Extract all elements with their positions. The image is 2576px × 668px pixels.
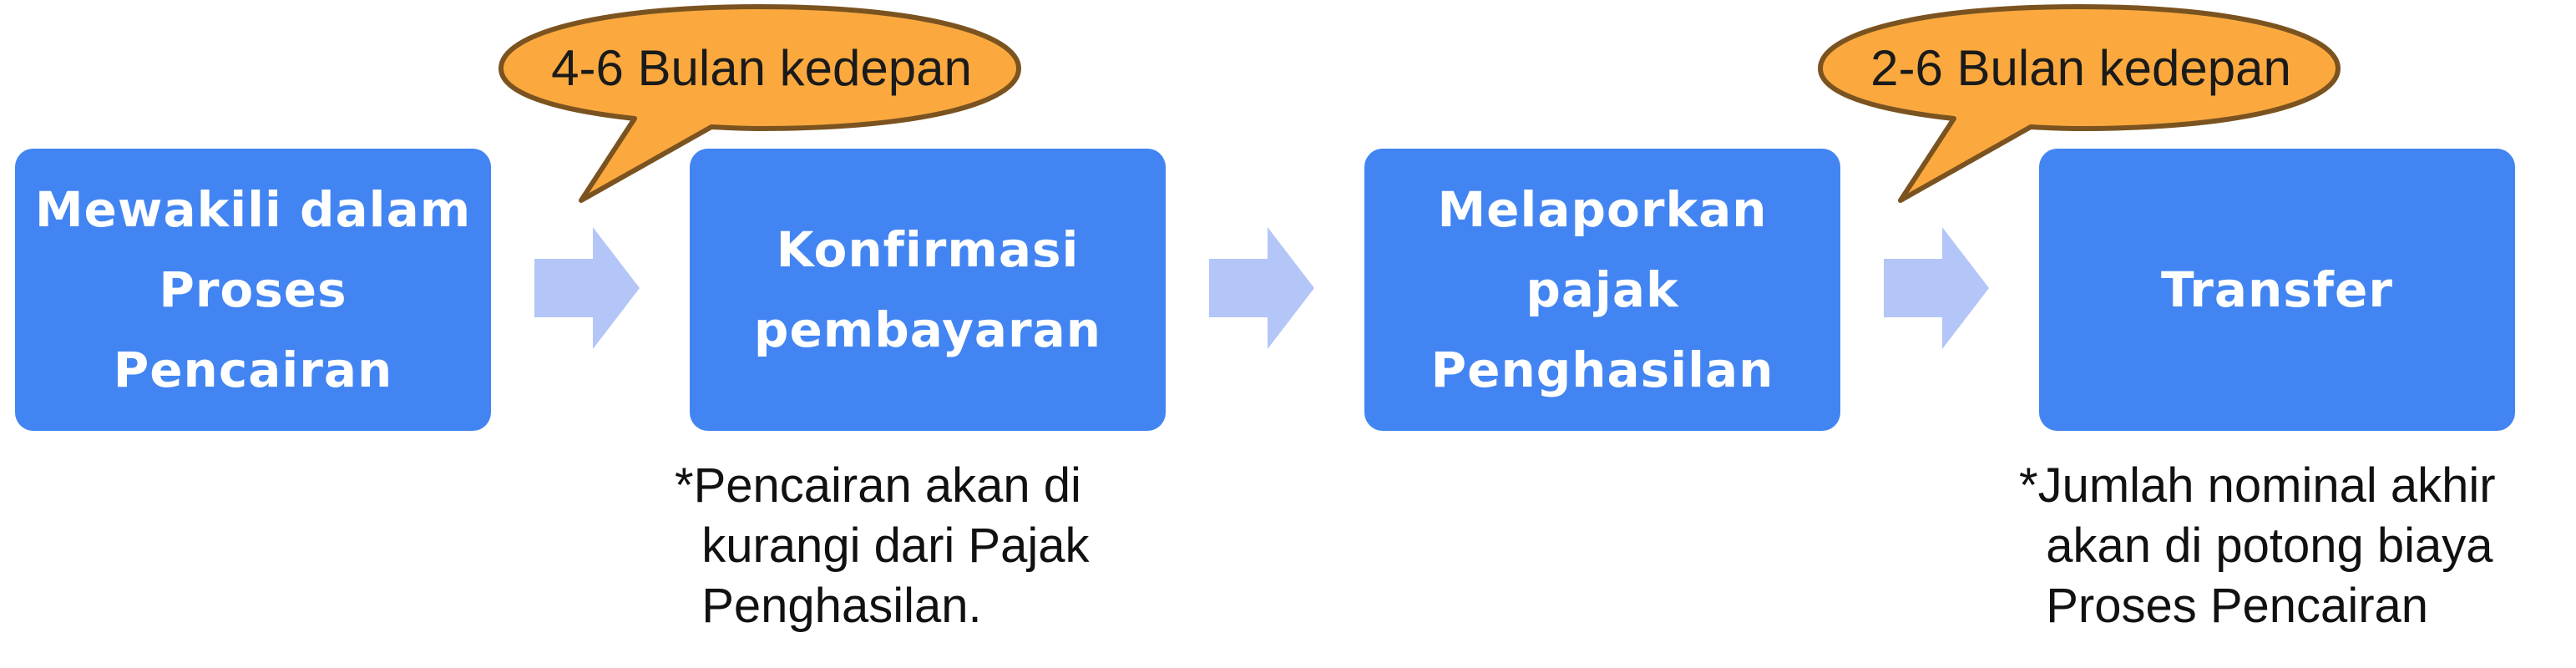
right-arrow-icon	[534, 227, 640, 349]
bubble-label: 2-6 Bulan kedepan	[1870, 39, 2291, 96]
step-box-melaporkan: Melaporkan pajak Penghasilan	[1364, 149, 1840, 431]
step-box-konfirmasi: Konfirmasi pembayaran	[690, 149, 1166, 431]
right-arrow-icon	[1209, 227, 1314, 349]
speech-bubble	[1818, 4, 2341, 203]
step-label: Mewakili dalam Proses Pencairan	[34, 181, 472, 398]
right-arrow-icon	[1884, 227, 1989, 349]
step-label: Konfirmasi pembayaran	[753, 221, 1102, 358]
speech-bubble	[498, 4, 1021, 203]
step-box-transfer: Transfer	[2039, 149, 2515, 431]
step-box-mewakili: Mewakili dalam Proses Pencairan	[15, 149, 491, 431]
bubble-label: 4-6 Bulan kedepan	[551, 39, 972, 96]
note-pajak: *Pencairan akan di kurangi dari Pajak Pe…	[675, 458, 1090, 633]
note-biaya: *Jumlah nominal akhir akan di potong bia…	[2019, 458, 2496, 633]
step-label: Melaporkan pajak Penghasilan	[1430, 181, 1774, 398]
step-label: Transfer	[2161, 261, 2393, 318]
